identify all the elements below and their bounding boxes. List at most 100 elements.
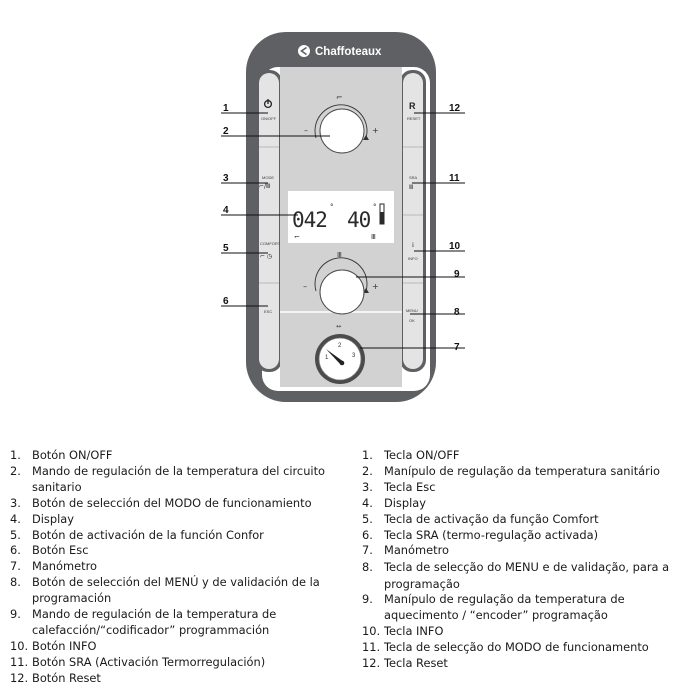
tap-icon: ⌐	[336, 93, 343, 102]
legend-number: 5.	[10, 527, 21, 542]
esc-label: ESC	[264, 309, 272, 314]
legend-item: 12.Tecla Reset	[362, 656, 692, 672]
legend-item: 7.Manómetro	[362, 543, 692, 559]
legend-item: 8.Tecla de selecção do MENU e de validaç…	[362, 559, 692, 592]
callout-11: 11	[449, 173, 460, 184]
callout-3: 3	[223, 173, 229, 184]
comfort-label: COMFORT	[260, 241, 281, 246]
gauge-needle	[326, 349, 344, 365]
legend-number: 2.	[10, 463, 21, 478]
callout-lines	[221, 112, 465, 349]
pressure-gauge: 1 2 3	[315, 334, 365, 384]
callout-9: 9	[454, 269, 460, 280]
callout-4: 4	[223, 205, 229, 216]
legend-text: Tecla ON/OFF	[384, 448, 460, 462]
tap-icon: ⌐	[294, 233, 300, 241]
legend-number: 10.	[10, 638, 29, 653]
heating-knob[interactable]: – + Ⅲ	[303, 251, 379, 315]
legend-item: 4. Display	[10, 512, 330, 528]
brand-name: Chaffoteaux	[315, 46, 382, 58]
reset-button[interactable]: R RESET	[407, 101, 421, 121]
callout-12: 12	[449, 103, 461, 114]
gauge-tick-3: 3	[352, 353, 356, 359]
legend-item: 5.Botón de activación de la función Conf…	[10, 528, 330, 544]
legend-item: 11.Tecla de selecção do MODO de funciona…	[362, 640, 692, 656]
legend-number: 11.	[10, 654, 29, 669]
tap-radiator-icon: ⌐/Ⅲ	[259, 183, 270, 190]
pressure-icon: ↔	[336, 323, 341, 330]
legend-text: Tecla INFO	[384, 623, 444, 638]
legend-number: 6.	[10, 543, 21, 558]
radiator-icon: Ⅲ	[337, 251, 342, 259]
legend-text: Display	[32, 511, 74, 526]
callout-7: 7	[454, 342, 460, 353]
legend-item: 11.Botón SRA (Activación Termorregulació…	[10, 655, 330, 671]
callout-10: 10	[449, 241, 461, 252]
legend-item: 12.Botón Reset	[10, 671, 330, 687]
legend-text: Mando de regulación de la temperatura de…	[32, 607, 277, 637]
info-label: INFO	[408, 256, 418, 261]
callout-8: 8	[454, 307, 460, 318]
legend-text: Mando de regulación de la temperatura de…	[32, 463, 326, 494]
legend-item: 1. Tecla ON/OFF	[362, 448, 692, 464]
ok-label: OK	[409, 318, 415, 323]
control-panel-diagram: Chaffoteaux ON/OFF MODE ⌐/Ⅲ COMFORT ⌐ ◷ …	[221, 32, 465, 402]
onoff-button[interactable]: ON/OFF	[261, 99, 277, 121]
legend-text: Display	[384, 495, 426, 510]
legend-number: 2.	[362, 463, 373, 478]
legend-item: 6.Tecla SRA (termo-regulação activada)	[362, 528, 692, 544]
callout-2: 2	[223, 126, 229, 137]
callout-6: 6	[223, 296, 229, 307]
legend-number: 1.	[362, 448, 373, 462]
legend-item: 2. Mando de regulación de la temperatura …	[10, 464, 330, 496]
plus-icon: +	[372, 126, 379, 135]
legend-number: 7.	[362, 543, 373, 558]
legend-item: 7.Manómetro	[10, 559, 330, 575]
legend-text: Tecla Reset	[384, 655, 448, 670]
gauge-tick-2: 2	[338, 343, 342, 349]
dhw-knob[interactable]: – + ⌐	[304, 93, 379, 154]
esc-button[interactable]: ESC	[264, 309, 272, 314]
legend-item: 1.Botón ON/OFF	[10, 448, 330, 464]
onoff-label: ON/OFF	[261, 116, 277, 121]
legend-number: 3.	[10, 495, 21, 510]
info-button[interactable]: i INFO	[408, 241, 418, 261]
legend-text: Manípulo de regulação da temperatura san…	[384, 463, 660, 478]
legend-item: 3.Tecla Esc	[362, 480, 692, 496]
legend-text: Botón ON/OFF	[32, 448, 113, 462]
degree-icon: °	[373, 203, 377, 211]
sra-button[interactable]: SRA Ⅲ	[409, 175, 418, 191]
legend-number: 8.	[362, 560, 373, 575]
legend-number: 9.	[10, 607, 21, 622]
reset-glyph: R	[409, 101, 416, 111]
legend-number: 12.	[10, 670, 29, 685]
legend-item: 10.Tecla INFO	[362, 624, 692, 640]
legend-text: Botón SRA (Activación Termorregulación)	[32, 654, 266, 669]
legend-number: 6.	[362, 527, 373, 542]
legend-item: 6. Botón Esc	[10, 543, 330, 559]
legend-number: 11.	[362, 639, 381, 654]
legend-item: 2. Manípulo de regulação da temperatura s…	[362, 464, 692, 480]
legend-number: 5.	[362, 511, 373, 526]
legend-number: 12.	[362, 655, 381, 670]
legend-text: Manípulo de regulação da temperatura de …	[384, 592, 625, 623]
legend-list-pt: 1. Tecla ON/OFF 2. Manípulo de regulação da…	[362, 448, 692, 672]
mode-button[interactable]: MODE ⌐/Ⅲ	[259, 175, 274, 190]
display-right-value: 40	[347, 208, 371, 232]
legend-text: Botón de selección del MODO de funcionam…	[32, 495, 312, 510]
legend-text: Botón de selección del MENÚ y de validac…	[32, 575, 320, 606]
legend-number: 10.	[362, 623, 381, 638]
legend-text: Botón Reset	[32, 670, 101, 685]
display-left-value: 042	[292, 208, 327, 232]
brand-logo: Chaffoteaux	[298, 45, 382, 58]
menu-ok-button[interactable]: MENU OK	[406, 308, 418, 323]
legend-text: Botón Esc	[32, 543, 89, 558]
radiator-icon: Ⅲ	[371, 233, 376, 241]
legend-text: Tecla de activação da função Comfort	[384, 511, 599, 526]
legend-number: 4.	[362, 495, 373, 510]
reset-label: RESET	[407, 116, 421, 121]
radiator-icon: Ⅲ	[409, 184, 413, 191]
mode-label: MODE	[262, 175, 274, 180]
comfort-button[interactable]: COMFORT ⌐ ◷	[260, 241, 281, 260]
legend-number: 4.	[10, 511, 21, 526]
